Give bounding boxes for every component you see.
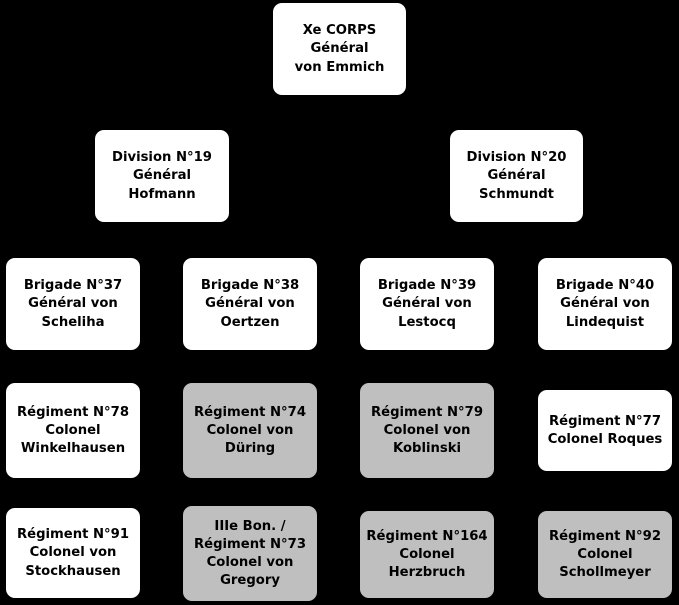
org-node-line: Schmundt	[479, 186, 554, 202]
org-node-line: Général	[487, 168, 546, 184]
org-node-line: Général von	[28, 296, 118, 312]
org-node-brigade-38[interactable]: Brigade N°38 Général von Oertzen	[183, 258, 317, 350]
org-node-line: Brigade N°37	[23, 278, 123, 294]
org-node-line: Colonel von	[206, 555, 294, 570]
org-node-line: Colonel Roques	[547, 432, 663, 447]
org-node-line: Régiment N°78	[16, 404, 129, 420]
org-node-line: Gregory	[220, 573, 280, 589]
org-node-line: Oertzen	[220, 314, 280, 330]
org-node-line: Xe CORPS	[302, 23, 377, 39]
org-node-line: Régiment N°73	[193, 536, 306, 552]
org-node-line: Colonel von	[29, 545, 117, 561]
org-node-line: Scheliha	[41, 314, 105, 330]
org-node-division-20[interactable]: Division N°20 Général Schmundt	[450, 130, 583, 222]
org-node-line: Régiment N°77	[548, 413, 661, 429]
org-node-line: Colonel von	[383, 422, 471, 438]
org-node-line: Général von	[205, 296, 295, 312]
org-node-line: Général	[132, 168, 192, 184]
org-node-line: Stockhausen	[25, 563, 121, 579]
org-node-regiment-79[interactable]: Régiment N°79 Colonel von Koblinski	[360, 383, 494, 478]
org-node-line: Brigade N°39	[377, 278, 477, 294]
org-node-regiment-78[interactable]: Régiment N°78 Colonel Winkelhausen	[6, 383, 140, 478]
org-node-corps[interactable]: Xe CORPS Général von Emmich	[273, 3, 406, 95]
org-node-line: Division N°20	[466, 150, 567, 166]
org-node-line: Colonel von	[206, 422, 294, 438]
org-node-line: Schollmeyer	[559, 565, 651, 581]
org-node-line: Lindequist	[565, 314, 645, 330]
org-node-line: Régiment N°164	[366, 528, 488, 544]
org-node-line: Hofmann	[128, 186, 196, 202]
org-node-line: Winkelhausen	[20, 441, 126, 457]
org-node-line: Division N°19	[112, 150, 212, 166]
org-node-regiment-74[interactable]: Régiment N°74 Colonel von Düring	[183, 383, 317, 478]
org-node-regiment-91[interactable]: Régiment N°91 Colonel von Stockhausen	[6, 508, 140, 598]
org-node-regiment-73[interactable]: IIIe Bon. / Régiment N°73 Colonel von Gr…	[183, 506, 317, 601]
org-node-line: Lestocq	[398, 314, 456, 330]
org-node-line: Régiment N°79	[370, 404, 483, 420]
org-node-line: Général	[310, 41, 369, 57]
org-node-regiment-92[interactable]: Régiment N°92 Colonel Schollmeyer	[538, 511, 672, 598]
org-node-brigade-37[interactable]: Brigade N°37 Général von Scheliha	[6, 258, 140, 350]
org-node-regiment-164[interactable]: Régiment N°164 Colonel Herzbruch	[360, 511, 494, 598]
org-node-brigade-39[interactable]: Brigade N°39 Général von Lestocq	[360, 258, 494, 350]
org-node-line: Régiment N°92	[548, 528, 661, 544]
org-node-line: Brigade N°38	[200, 278, 300, 294]
org-node-division-19[interactable]: Division N°19 Général Hofmann	[95, 130, 229, 222]
org-node-line: von Emmich	[294, 59, 385, 75]
org-node-line: Régiment N°91	[16, 527, 129, 543]
org-node-line: Régiment N°74	[193, 404, 306, 420]
org-node-line: Général von	[382, 296, 472, 312]
org-node-line: Colonel	[45, 422, 101, 438]
org-node-line: IIIe Bon. /	[214, 518, 286, 534]
org-node-regiment-77[interactable]: Régiment N°77 Colonel Roques	[538, 390, 672, 471]
org-node-line: Koblinski	[392, 441, 462, 457]
org-node-brigade-40[interactable]: Brigade N°40 Général von Lindequist	[538, 258, 672, 350]
org-node-line: Brigade N°40	[555, 278, 655, 294]
org-node-line: Colonel	[577, 546, 633, 562]
org-node-line: Colonel	[399, 546, 455, 562]
org-node-line: Général von	[560, 296, 650, 312]
org-node-line: Herzbruch	[388, 565, 466, 581]
org-node-line: Düring	[224, 441, 276, 457]
